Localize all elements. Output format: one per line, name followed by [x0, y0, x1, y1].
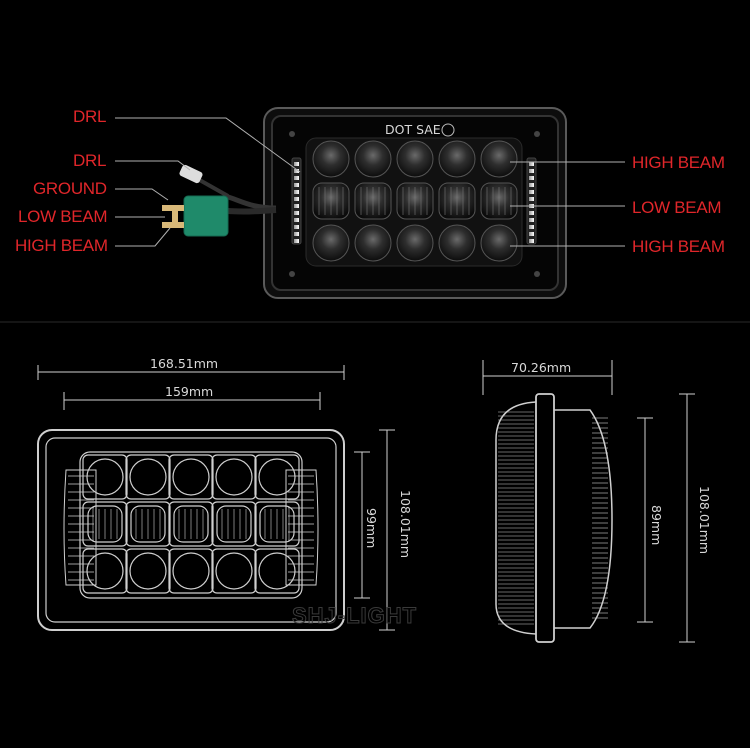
lens-cell [211, 454, 257, 500]
drl-led [294, 183, 299, 187]
lens-cell [125, 454, 171, 500]
lens-cell [168, 454, 214, 500]
front-overall-height-label: 108.01mm [398, 490, 413, 558]
wiring-harness [162, 164, 277, 237]
side-overall-height-label: 108.01mm [697, 486, 712, 554]
lens-outline [215, 458, 253, 496]
lens-cell [211, 501, 257, 547]
drl-led [294, 239, 299, 243]
connector-label-low-beam: LOW BEAM [18, 207, 108, 226]
side-view-drawing [495, 393, 613, 643]
left-leader-lines [115, 117, 301, 247]
beam-label-low: LOW BEAM [632, 198, 722, 217]
lens-outline [86, 552, 124, 590]
lens-high-beam [312, 140, 350, 178]
front-dimension-lines [37, 365, 395, 631]
lens-outline [216, 505, 252, 543]
drl-led [294, 176, 299, 180]
beam-label-high-top: HIGH BEAM [632, 153, 725, 172]
side-inner-height-label: 89mm [649, 505, 664, 545]
drl-led [529, 169, 534, 173]
drl-led [529, 232, 534, 236]
drl-led [529, 211, 534, 215]
drl-led [529, 239, 534, 243]
lens-cell [254, 454, 300, 500]
front-inner-height-label: 99mm [364, 508, 379, 548]
drl-led [529, 218, 534, 222]
overall-width-label: 168.51mm [150, 356, 218, 371]
drl-led [529, 162, 534, 166]
drl-led [294, 162, 299, 166]
drl-led [529, 197, 534, 201]
watermark: SHJ-LIGHT [292, 603, 417, 628]
connector-label-drl-2: DRL [73, 151, 107, 170]
right-leader-lines [510, 161, 625, 247]
lens-outline [172, 458, 210, 496]
lens-high-beam [438, 224, 476, 262]
lens-outline [129, 552, 167, 590]
lens-outline [215, 552, 253, 590]
depth-label: 70.26mm [511, 360, 571, 375]
lens-outline [87, 505, 123, 543]
lens-outline [172, 552, 210, 590]
certification-icon [441, 123, 455, 137]
front-view-drawing [37, 429, 345, 631]
lens-high-beam [438, 140, 476, 178]
drl-led [294, 169, 299, 173]
lens-high-beam [354, 224, 392, 262]
connector-label-high-beam: HIGH BEAM [15, 236, 108, 255]
lens-outline [258, 458, 296, 496]
lens-cell [125, 548, 171, 594]
beam-label-high-bottom: HIGH BEAM [632, 237, 725, 256]
lens-cell [82, 501, 128, 547]
lens-cell [168, 548, 214, 594]
drl-led [529, 183, 534, 187]
lens-cell [211, 548, 257, 594]
side-dimension-lines [482, 360, 695, 643]
connector-label-ground: GROUND [33, 179, 107, 198]
drl-led [294, 232, 299, 236]
lens-marking: DOT SAE [385, 122, 441, 137]
lens-cell [82, 454, 128, 500]
lens-high-beam [396, 224, 434, 262]
drl-led [529, 176, 534, 180]
lens-high-beam [480, 140, 518, 178]
drl-led [294, 190, 299, 194]
inner-width-label: 159mm [165, 384, 213, 399]
drl-led [294, 197, 299, 201]
lens-outline [258, 552, 296, 590]
lens-cell [168, 501, 214, 547]
lens-cell [82, 548, 128, 594]
lens-outline [130, 505, 166, 543]
drl-led [529, 225, 534, 229]
lens-cell [254, 501, 300, 547]
lens-high-beam [480, 224, 518, 262]
drl-led [294, 225, 299, 229]
lens-cell [254, 548, 300, 594]
drl-led [294, 204, 299, 208]
headlight-photo [263, 107, 567, 299]
drl-led [294, 211, 299, 215]
lens-outline [173, 505, 209, 543]
drl-led [294, 218, 299, 222]
lens-high-beam [396, 140, 434, 178]
lens-high-beam [312, 224, 350, 262]
connector-label-drl-1: DRL [73, 107, 107, 126]
lens-outline [259, 505, 295, 543]
lens-outline [129, 458, 167, 496]
lens-high-beam [354, 140, 392, 178]
lens-outline [86, 458, 124, 496]
lens-cell [125, 501, 171, 547]
drl-led [529, 190, 534, 194]
